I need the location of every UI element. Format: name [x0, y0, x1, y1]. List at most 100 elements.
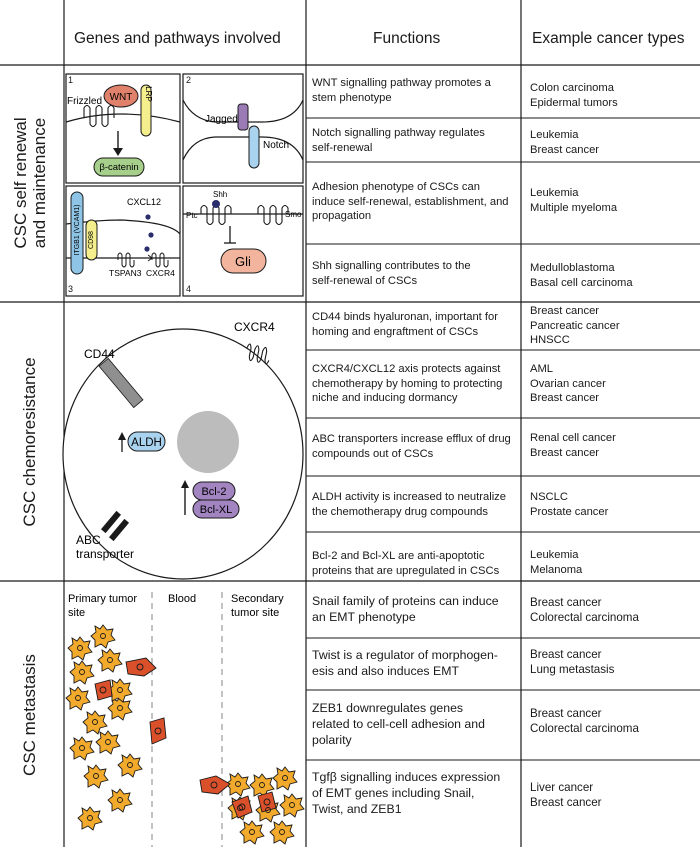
bclxl-label: Bcl-XL — [200, 504, 232, 516]
aldh-label: ALDH — [131, 437, 162, 449]
header-functions: Functions — [373, 30, 441, 47]
cxcl12-label: CXCL12 — [127, 197, 161, 207]
itgb1-vcam1-label: ITGB1 (VCAM1) — [74, 205, 81, 256]
emt-cell — [125, 657, 157, 677]
function-cell: ABC transporters increase efflux of drug… — [312, 433, 511, 460]
secondary-cell — [257, 791, 277, 813]
wnt-label: WNT — [110, 92, 133, 103]
cell-membrane — [65, 113, 181, 123]
blood-label: Blood — [168, 593, 196, 605]
notch-receptor — [248, 125, 260, 169]
cell-membrane — [65, 219, 181, 235]
panel-number: 2 — [186, 75, 191, 85]
function-cell: Twist is a regulator of morphogen-esis a… — [312, 648, 498, 678]
lrp-receptor — [140, 84, 152, 137]
integrin-vcam1 — [70, 191, 84, 275]
migrating-cells — [94, 657, 277, 819]
shh-ligand — [212, 200, 220, 208]
cxcr4-receptor — [151, 252, 169, 268]
cd98 — [85, 219, 98, 261]
smo-label: Smo — [285, 210, 302, 219]
bcl2-label: Bcl-2 — [201, 486, 226, 498]
panel-3-frame — [65, 185, 181, 297]
bcl-xl — [192, 499, 240, 519]
frizzled-label: Frizzled — [67, 96, 102, 107]
panel-number: 3 — [68, 284, 73, 294]
nucleus — [177, 411, 239, 473]
notch-label: Notch — [263, 140, 289, 151]
header-cancer-types: Example cancer types — [532, 30, 685, 47]
wnt-ligand — [103, 84, 139, 108]
lrp-label: LRP — [144, 86, 153, 102]
primary-label-line1: Primary tumor — [68, 593, 137, 605]
cxcr4-label: CXCR4 — [146, 268, 175, 278]
arrow-head — [113, 148, 123, 156]
panel-2-frame — [182, 73, 304, 184]
abc-label-line2: transporter — [76, 547, 134, 561]
cxcr4-receptor — [246, 343, 270, 365]
shh-label: Shh — [213, 190, 227, 199]
jagged-label: Jagged — [205, 114, 238, 125]
tspan3-label: TSPAN3 — [109, 268, 142, 278]
primary-tumor-cells — [65, 624, 305, 845]
panel-4-frame — [182, 185, 304, 297]
beta-catenin — [93, 157, 145, 177]
header-genes: Genes and pathways involved — [74, 30, 281, 47]
primary-label-line2: site — [68, 607, 85, 619]
ptc-label: Ptc — [186, 211, 198, 220]
jagged-ligand — [237, 103, 249, 131]
beta-catenin-label: β-catenin — [99, 162, 138, 173]
frizzled-receptor — [83, 104, 115, 128]
tspan3-receptor — [117, 252, 135, 268]
abc-label-line1: ABC — [76, 533, 101, 547]
gli-label: Gli — [235, 254, 251, 269]
cell-nuclei — [75, 633, 295, 835]
panel-1-frame — [65, 73, 181, 184]
cxcr4-cell-label: CXCR4 — [234, 320, 275, 334]
emt-cell — [94, 679, 113, 701]
function-cell: ALDH activity is increased to neutralize… — [312, 491, 507, 518]
secondary-label-line2: tumor site — [231, 607, 279, 619]
cd44-receptor — [98, 357, 144, 409]
secondary-label-line1: Secondary — [231, 593, 284, 605]
extravasating-cell — [199, 775, 231, 795]
abc-transporter — [100, 510, 130, 542]
blood-cell — [149, 717, 167, 745]
cd98-label: CD98 — [88, 231, 95, 249]
aldh — [127, 431, 166, 452]
cxcl12-dots — [144, 214, 154, 252]
gli — [220, 248, 267, 274]
panel-number: 4 — [186, 284, 191, 294]
panel-number: 1 — [68, 75, 73, 85]
cell-membrane-bottom — [182, 136, 304, 161]
cd44-label: CD44 — [84, 347, 115, 361]
smo-receptor — [257, 204, 289, 226]
